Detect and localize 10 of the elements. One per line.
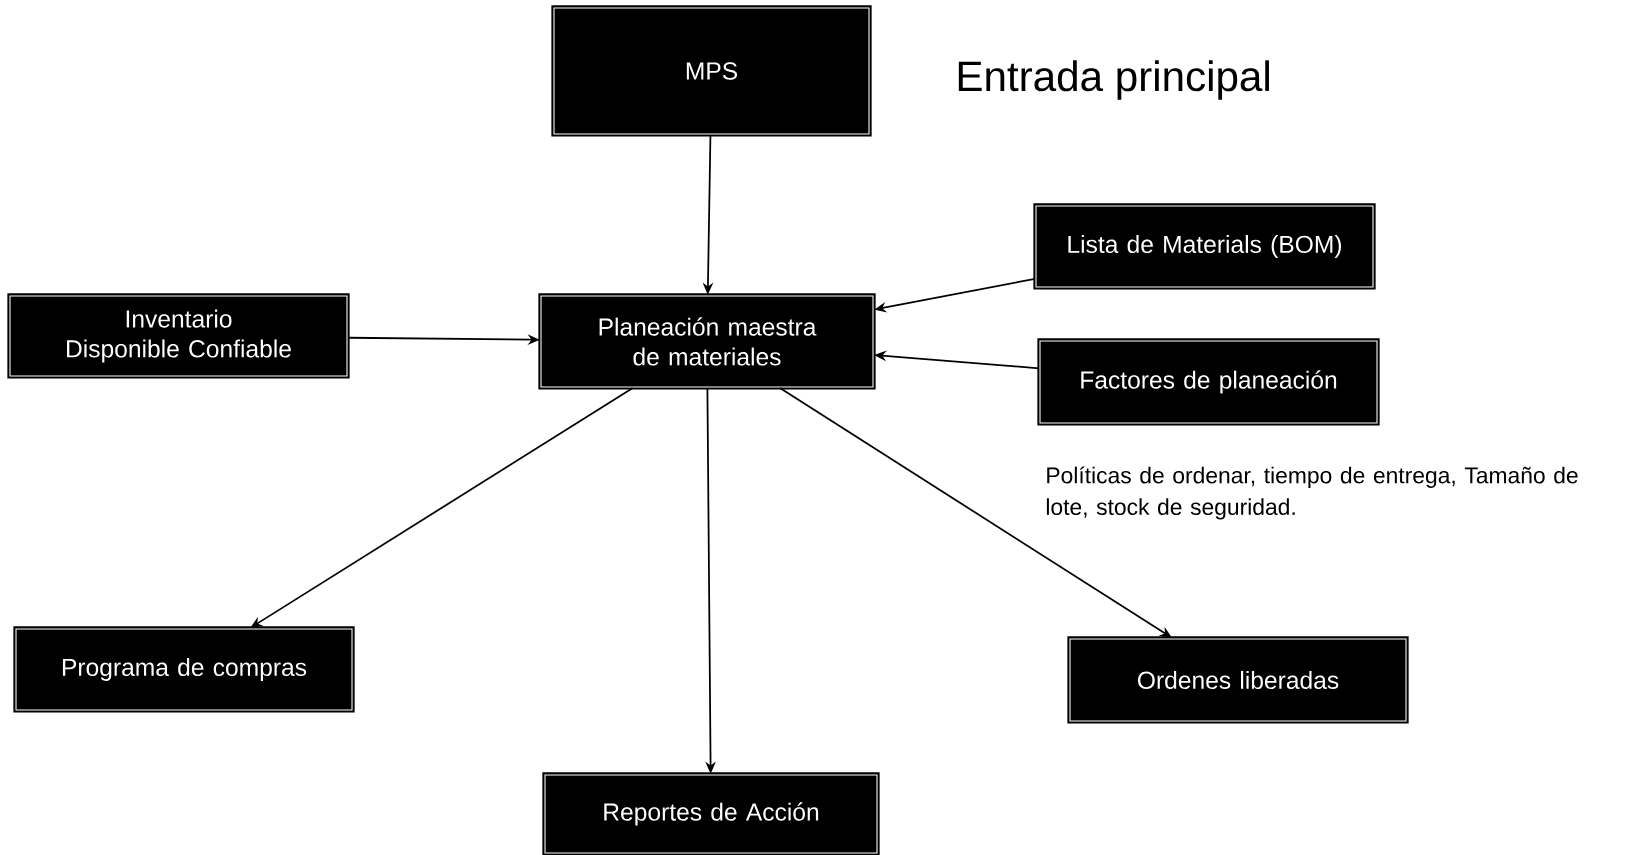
process-box: MPS — [551, 5, 872, 137]
process-box: Lista de Materials (BOM) — [1033, 203, 1376, 290]
process-box: Reportes de Acción — [542, 772, 880, 855]
note-text: Políticas de ordenar, tiempo de entrega, Tamaño de lote, stock de seguridad. — [1046, 466, 1578, 520]
label-text: Entrada principal — [958, 60, 1269, 100]
process-box: Planeación maestra de materiales — [538, 293, 876, 390]
process-box: Factores de planeación — [1037, 338, 1380, 426]
process-box: Inventario Disponible Confiable — [7, 293, 350, 379]
process-box: Ordenes liberadas — [1067, 636, 1409, 724]
process-box: Programa de compras — [13, 626, 355, 713]
